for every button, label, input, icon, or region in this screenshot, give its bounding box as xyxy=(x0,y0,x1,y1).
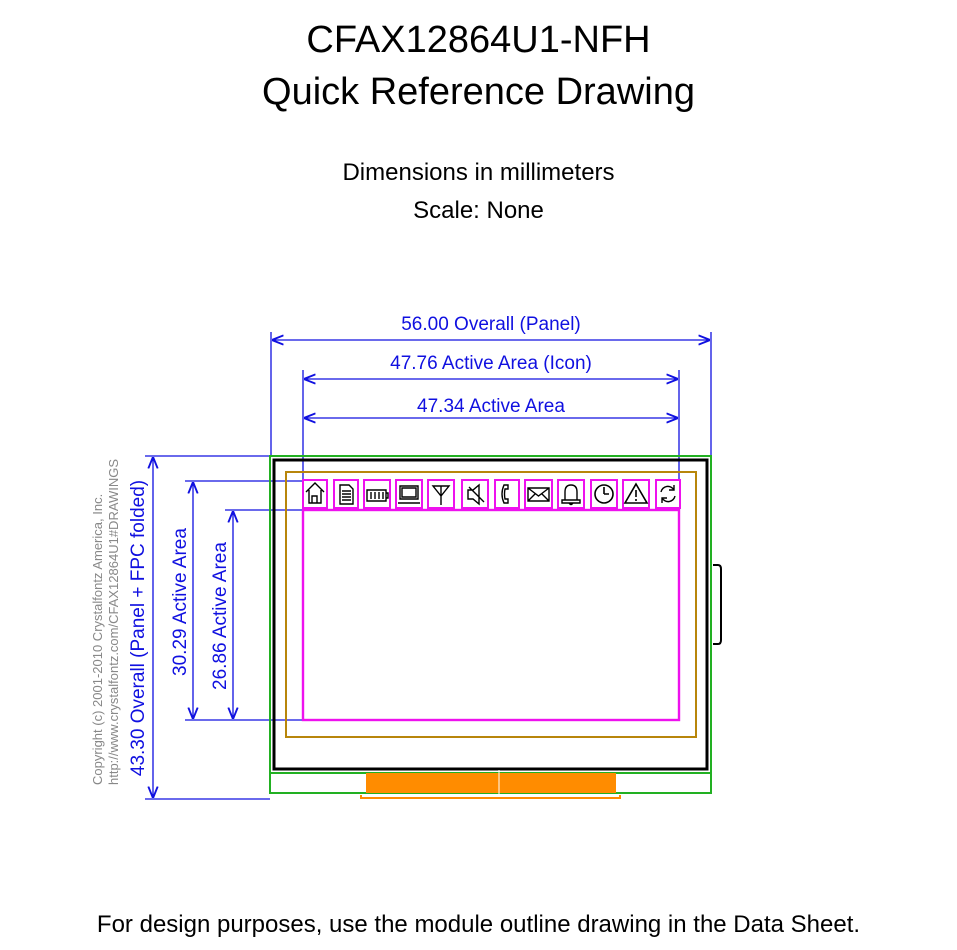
dim-overall-height-label: 43.30 Overall (Panel + FPC folded) xyxy=(128,480,149,776)
module-outline xyxy=(269,455,712,794)
bezel-outline xyxy=(285,471,697,738)
home-icon xyxy=(302,479,328,509)
dim-overall-width-label: 56.00 Overall (Panel) xyxy=(401,314,581,335)
warning-icon xyxy=(622,479,650,509)
refresh-icon xyxy=(655,479,681,509)
clock-icon xyxy=(590,479,618,509)
design-note: For design purposes, use the module outl… xyxy=(96,911,861,938)
monitor-icon xyxy=(395,479,423,509)
scale-note: Scale: None xyxy=(413,197,544,224)
panel-outline xyxy=(272,458,709,771)
dim-active-icon-width: 47.76 Active Area (Icon) xyxy=(302,353,680,480)
units-note: Dimensions in millimeters xyxy=(342,159,615,186)
dim-active-width-label: 47.34 Active Area xyxy=(417,396,565,417)
dim-active-icon-height-label: 30.29 Active Area xyxy=(170,528,191,676)
document-icon xyxy=(333,479,359,509)
speaker-mute-icon xyxy=(461,479,489,509)
dim-overall-height: 43.30 Overall (Panel + FPC folded) xyxy=(128,455,270,800)
fpc-tail xyxy=(366,773,616,793)
dim-overall-width: 56.00 Overall (Panel) xyxy=(270,314,712,455)
dim-active-width: 47.34 Active Area xyxy=(305,396,677,418)
dim-active-icon-height: 30.29 Active Area xyxy=(170,480,302,721)
bell-icon xyxy=(557,479,585,509)
antenna-icon xyxy=(427,479,455,509)
dim-active-icon-width-label: 47.76 Active Area (Icon) xyxy=(390,353,592,374)
dim-active-height: 26.86 Active Area xyxy=(210,509,302,718)
dim-active-height-label: 26.86 Active Area xyxy=(210,542,231,690)
drawing-title: CFAX12864U1-NFH xyxy=(306,19,651,61)
fpc-folded-edge xyxy=(360,795,621,799)
side-tab xyxy=(713,564,722,645)
drawing-subtitle: Quick Reference Drawing xyxy=(262,71,695,113)
icon-row xyxy=(302,479,681,509)
active-area xyxy=(301,508,681,722)
envelope-icon xyxy=(524,479,553,509)
phone-icon xyxy=(494,479,520,509)
battery-icon xyxy=(363,479,391,509)
